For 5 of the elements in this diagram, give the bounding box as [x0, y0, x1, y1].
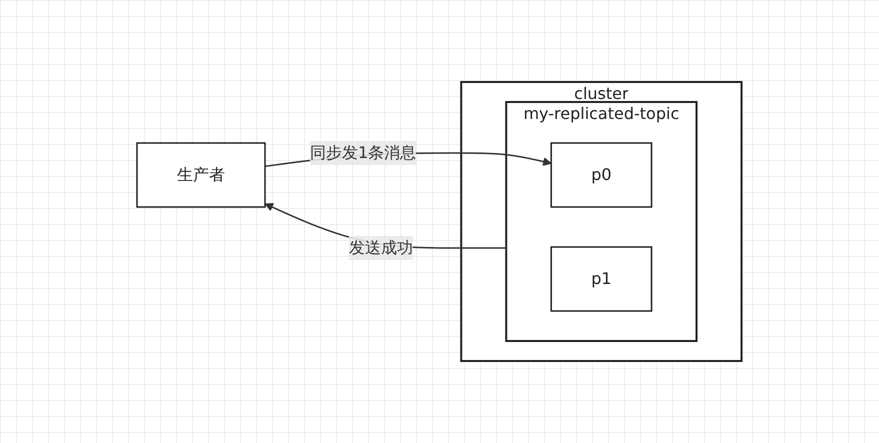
edge-label: 同步发1条消息 — [310, 143, 416, 162]
node-box: 生产者 — [136, 142, 266, 208]
edge-label: 发送成功 — [349, 238, 414, 257]
node-box: p0 — [550, 142, 653, 208]
node-box: p1 — [550, 246, 653, 312]
